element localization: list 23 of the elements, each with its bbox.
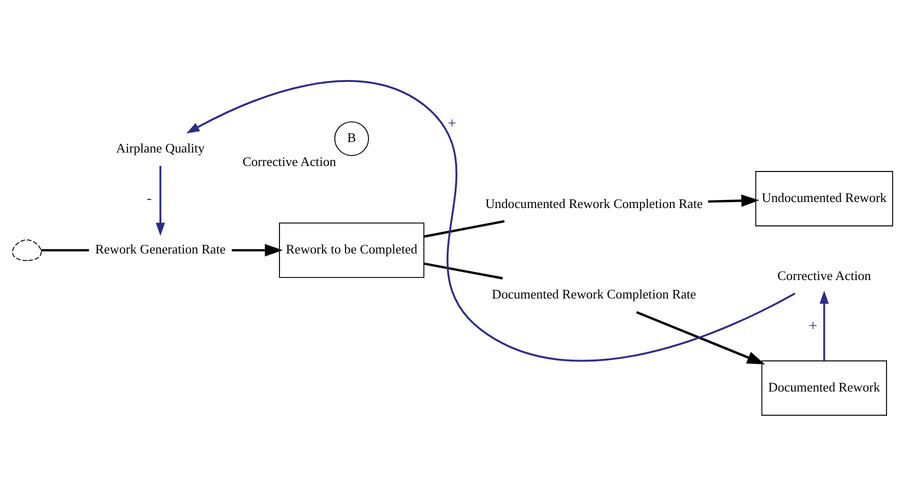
node-circle: B bbox=[334, 120, 369, 156]
arrow bbox=[156, 165, 165, 236]
node-cloud bbox=[12, 238, 42, 261]
connector bbox=[424, 220, 505, 238]
arrow bbox=[232, 243, 283, 256]
node-label: Corrective Action bbox=[242, 154, 336, 169]
edge-label: + bbox=[448, 116, 456, 132]
arrow bbox=[636, 310, 765, 364]
node-text: Rework Generation Rate bbox=[95, 241, 226, 256]
connector bbox=[41, 248, 89, 251]
node-text: Documented Rework Completion Rate bbox=[492, 286, 696, 302]
arrow bbox=[186, 80, 796, 361]
edge-label: + bbox=[808, 318, 818, 334]
node-text: Corrective Action bbox=[777, 267, 871, 282]
node-box: Undocumented Rework bbox=[755, 170, 894, 226]
node-box: Documented Rework bbox=[761, 360, 887, 416]
arrow bbox=[708, 194, 760, 206]
node-text: Airplane Quality bbox=[116, 140, 205, 155]
edge-label: - bbox=[146, 190, 152, 207]
node-text: Undocumented Rework Completion Rate bbox=[485, 195, 703, 210]
arrow bbox=[820, 290, 829, 360]
node-box: Rework to be Completed bbox=[278, 222, 424, 278]
connector bbox=[424, 262, 503, 279]
